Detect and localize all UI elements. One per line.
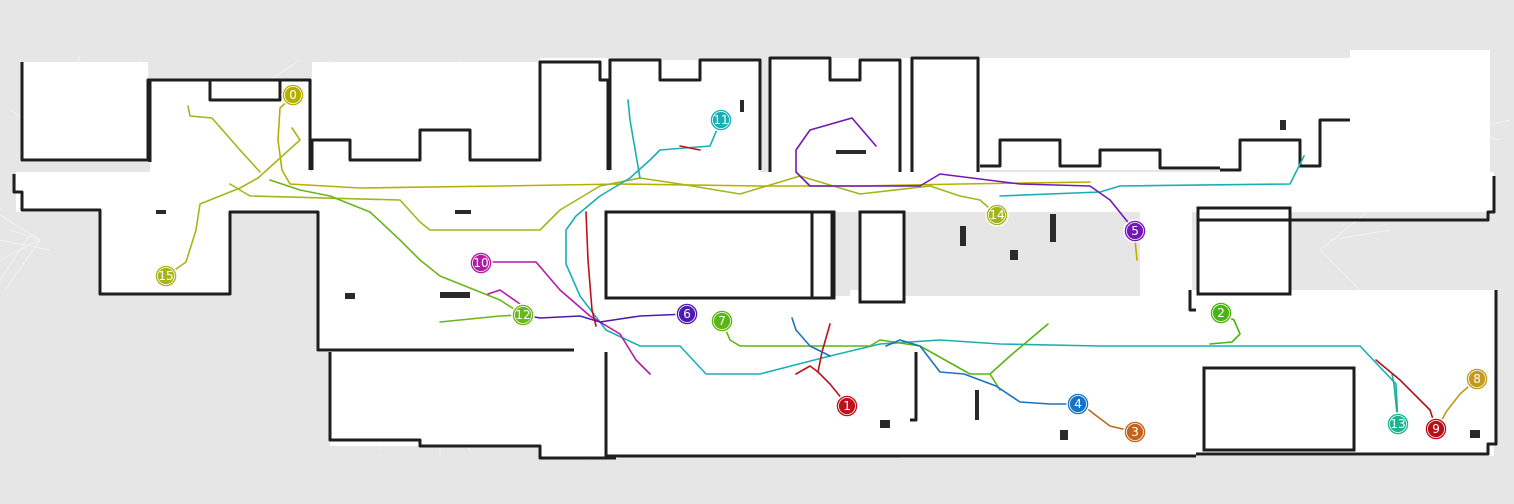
marker-6[interactable]: 6 <box>675 302 699 326</box>
path-11b <box>627 99 641 179</box>
path-1c <box>585 211 597 327</box>
path-10b <box>487 289 521 305</box>
path-4b <box>791 317 831 357</box>
marker-11[interactable]: 11 <box>709 108 733 132</box>
marker-8[interactable]: 8 <box>1465 367 1489 391</box>
path-4 <box>885 339 1079 405</box>
marker-13[interactable]: 13 <box>1386 412 1410 436</box>
markers: 0 1 2 3 4 5 6 7 <box>154 83 1489 444</box>
marker-2[interactable]: 2 <box>1209 301 1233 325</box>
marker-1-label: 1 <box>843 399 851 413</box>
marker-14[interactable]: 14 <box>985 203 1009 227</box>
path-12 <box>269 179 524 316</box>
path-6 <box>523 313 688 323</box>
path-5b <box>1134 239 1138 261</box>
marker-0-label: 0 <box>289 88 297 102</box>
clutter <box>156 100 1480 440</box>
path-7 <box>721 320 1049 375</box>
path-3 <box>1083 405 1136 433</box>
marker-4[interactable]: 4 <box>1066 392 1090 416</box>
marker-2-label: 2 <box>1217 306 1225 320</box>
walls <box>12 56 1498 460</box>
marker-12[interactable]: 12 <box>511 303 535 327</box>
marker-7[interactable]: 7 <box>710 309 734 333</box>
path-11 <box>565 119 1399 425</box>
obstacles <box>604 206 1356 452</box>
marker-9[interactable]: 9 <box>1424 417 1448 441</box>
marker-13-label: 13 <box>1390 417 1405 431</box>
trajectories <box>165 95 1478 433</box>
marker-14-label: 14 <box>989 208 1004 222</box>
marker-0[interactable]: 0 <box>281 83 305 107</box>
marker-8-label: 8 <box>1473 372 1481 386</box>
marker-12-label: 12 <box>515 308 530 322</box>
marker-4-label: 4 <box>1074 397 1082 411</box>
marker-3[interactable]: 3 <box>1123 420 1147 444</box>
marker-15[interactable]: 15 <box>154 264 178 288</box>
marker-10[interactable]: 10 <box>469 251 493 275</box>
marker-3-label: 3 <box>1131 425 1139 439</box>
path-13 <box>1391 373 1399 425</box>
marker-5-label: 5 <box>1131 224 1139 238</box>
marker-7-label: 7 <box>718 314 726 328</box>
marker-15-label: 15 <box>158 269 173 283</box>
marker-9-label: 9 <box>1432 422 1440 436</box>
marker-1[interactable]: 1 <box>835 394 859 418</box>
marker-10-label: 10 <box>473 256 488 270</box>
path-11c <box>999 155 1305 197</box>
path-1d <box>679 145 701 151</box>
marker-5[interactable]: 5 <box>1123 219 1147 243</box>
path-10 <box>480 261 651 375</box>
marker-11-label: 11 <box>713 113 728 127</box>
path-5 <box>795 117 1136 232</box>
marker-6-label: 6 <box>683 307 691 321</box>
path-14b <box>187 105 261 173</box>
free-space <box>16 50 1496 458</box>
path-15 <box>165 127 301 277</box>
